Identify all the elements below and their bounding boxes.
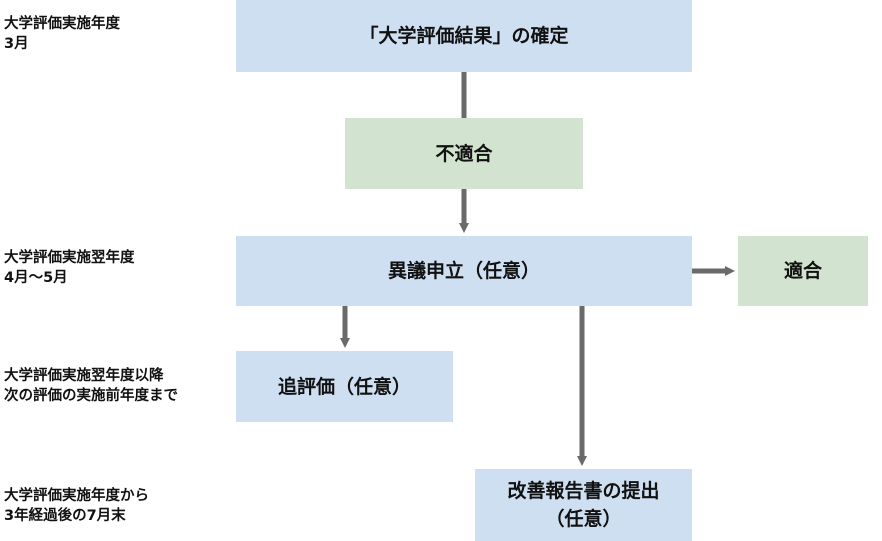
timeline-label-following-years: 大学評価実施翌年度以降 次の評価の実施前年度まで <box>4 366 178 406</box>
timeline-label-line: 大学評価実施翌年度以降 <box>4 368 164 384</box>
box-label: 改善報告書の提出 <box>507 480 660 502</box>
box-label: （任意） <box>545 508 622 530</box>
box-nonconformity: 不適合 <box>345 118 583 189</box>
timeline-label-line: 3年経過後の7月末 <box>4 508 126 524</box>
box-label: 適合 <box>783 260 822 282</box>
timeline-label-line: 大学評価実施年度 <box>4 16 120 32</box>
timeline-label-line: 3月 <box>4 36 29 52</box>
timeline-label-line: 4月〜5月 <box>4 270 68 286</box>
box-improvement-report: 改善報告書の提出 （任意） <box>475 469 692 541</box>
timeline-label-three-years: 大学評価実施年度から 3年経過後の7月末 <box>4 486 149 526</box>
box-result-confirmation: 「大学評価結果」の確定 <box>236 0 692 72</box>
timeline-label-march: 大学評価実施年度 3月 <box>4 14 120 54</box>
box-label: 追評価（任意） <box>277 375 411 398</box>
box-re-evaluation: 追評価（任意） <box>236 351 453 422</box>
box-objection: 異議申立（任意） <box>236 236 692 306</box>
box-label: 不適合 <box>435 142 493 165</box>
timeline-label-line: 次の評価の実施前年度まで <box>4 388 178 404</box>
timeline-label-april-may: 大学評価実施翌年度 4月〜5月 <box>4 248 135 288</box>
box-label: 異議申立（任意） <box>387 260 540 282</box>
timeline-label-line: 大学評価実施年度から <box>4 488 149 504</box>
box-conformity: 適合 <box>738 236 868 306</box>
box-label: 「大学評価結果」の確定 <box>359 25 569 47</box>
timeline-label-line: 大学評価実施翌年度 <box>4 250 135 266</box>
